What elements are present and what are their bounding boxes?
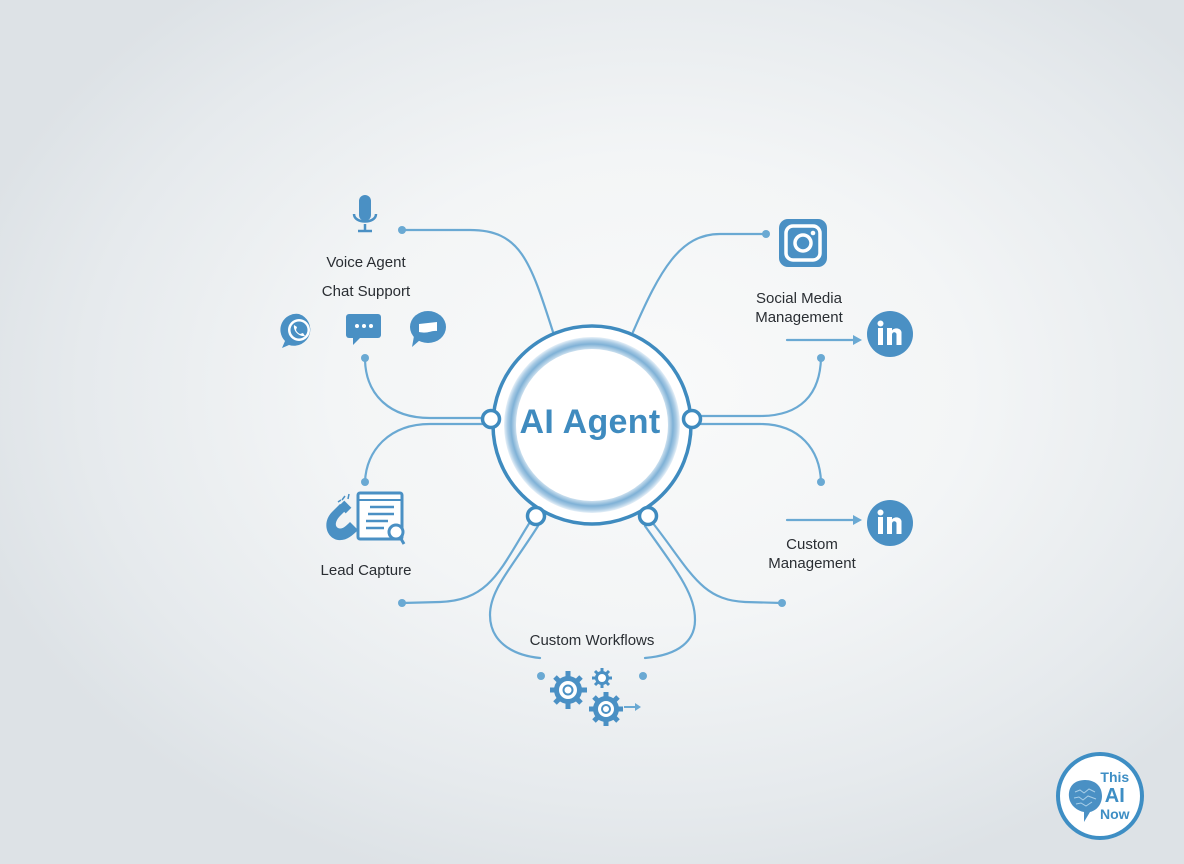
whatsapp-icon <box>280 313 311 348</box>
brain-icon <box>1068 780 1102 822</box>
magnet-form-icon <box>326 491 406 545</box>
chat-support-label: Chat Support <box>321 283 411 300</box>
badge-line1: This <box>1100 769 1130 785</box>
microphone-icon <box>352 195 378 233</box>
linkedin-icon-2 <box>867 500 913 546</box>
chat-bubble-icon <box>346 314 381 345</box>
custom-management-label-line1: Custom <box>786 536 838 553</box>
social-media-label-line2: Management <box>755 309 843 326</box>
linkedin-icon <box>867 311 913 357</box>
this-ai-now-badge: This AI Now <box>1056 752 1144 840</box>
custom-management-label-line2: Management <box>768 555 856 572</box>
gears-icon <box>550 668 641 726</box>
lead-capture-label: Lead Capture <box>320 562 412 579</box>
voice-agent-label: Voice Agent <box>326 254 406 271</box>
badge-text: This AI Now <box>1100 769 1130 823</box>
custom-workflows-label: Custom Workflows <box>529 632 655 649</box>
social-media-label-line1: Social Media <box>756 290 842 307</box>
messenger-icon <box>410 311 446 347</box>
badge-line2: AI <box>1104 785 1125 807</box>
hub-title: AI Agent <box>519 403 661 441</box>
badge-line3: Now <box>1100 806 1130 822</box>
instagram-icon <box>779 219 827 267</box>
